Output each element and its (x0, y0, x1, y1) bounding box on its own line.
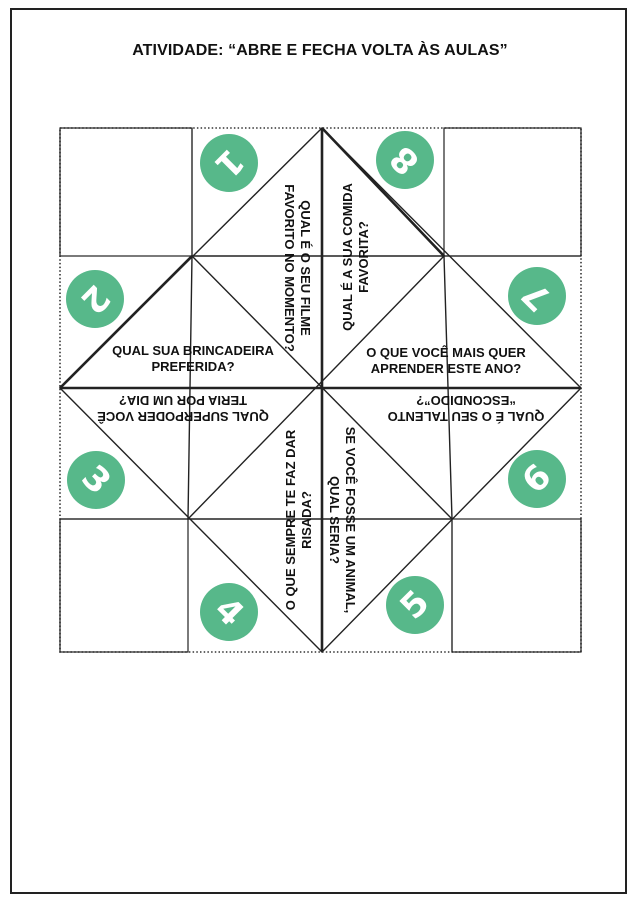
question-line: TERIA POR UM DIA? (119, 393, 247, 408)
fold-line-thick (321, 127, 445, 257)
question-line: QUAL SUPERPODER VOCÊ (97, 409, 269, 424)
corner-square-top-left (59, 127, 193, 257)
badge-6: 6 (508, 450, 566, 508)
badge-circle (508, 267, 566, 325)
question-line: QUAL SERIA? (327, 476, 342, 564)
question-6: QUAL É O SEU TALENTO “ESCONDIDO”? (388, 393, 545, 424)
question-4: O QUE SEMPRE TE FAZ DAR RISADA? (283, 429, 314, 610)
fold-line-diagonal (191, 255, 453, 520)
question-line: SE VOCÊ FOSSE UM ANIMAL, (343, 427, 358, 614)
badge-8: 8 (376, 131, 434, 189)
question-line: FAVORITA? (356, 221, 371, 293)
corner-square-bottom-right (451, 518, 582, 653)
badge-circle (200, 134, 258, 192)
question-line: FAVORITO NO MOMENTO? (282, 184, 297, 352)
page-title: ATIVIDADE: “ABRE E FECHA VOLTA ÀS AULAS” (132, 42, 508, 59)
question-2: QUAL SUA BRINCADEIRA PREFERIDA? (112, 343, 274, 374)
badge-4: 4 (200, 583, 258, 641)
question-line: QUAL É O SEU FILME (298, 200, 313, 336)
badge-3: 3 (67, 451, 125, 509)
question-1: QUAL É O SEU FILME FAVORITO NO MOMENTO? (282, 184, 313, 352)
badge-circle (200, 583, 258, 641)
question-8: QUAL É A SUA COMIDA FAVORITA? (340, 182, 371, 330)
question-line: “ESCONDIDO”? (416, 393, 516, 408)
question-line: O QUE VOCÊ MAIS QUER (366, 345, 526, 360)
badge-5: 5 (386, 576, 444, 634)
question-line: QUAL SUA BRINCADEIRA (112, 343, 274, 358)
question-line: PREFERIDA? (151, 359, 234, 374)
central-diamond (59, 127, 582, 653)
question-line: APRENDER ESTE ANO? (371, 361, 522, 376)
cut-border (59, 127, 582, 653)
corner-square-top-right (443, 127, 582, 257)
badge-circle (376, 131, 434, 189)
fold-line-diagonal (187, 255, 445, 520)
corner-square-bottom-left (59, 518, 189, 653)
badge-circle (66, 270, 124, 328)
badge-7: 7 (508, 267, 566, 325)
badge-circle (386, 576, 444, 634)
question-line: QUAL É A SUA COMIDA (340, 182, 355, 330)
question-7: O QUE VOCÊ MAIS QUER APRENDER ESTE ANO? (366, 345, 526, 376)
page-border (10, 8, 627, 894)
badge-circle (67, 451, 125, 509)
badge-1: 1 (200, 134, 258, 192)
badge-2: 2 (66, 270, 124, 328)
fold-line-thick (59, 255, 193, 389)
question-line: QUAL É O SEU TALENTO (388, 409, 545, 424)
question-line: O QUE SEMPRE TE FAZ DAR (283, 429, 298, 610)
question-5: SE VOCÊ FOSSE UM ANIMAL, QUAL SERIA? (327, 427, 358, 614)
badge-circle (508, 450, 566, 508)
question-line: RISADA? (299, 491, 314, 549)
question-3: QUAL SUPERPODER VOCÊ TERIA POR UM DIA? (97, 393, 269, 424)
